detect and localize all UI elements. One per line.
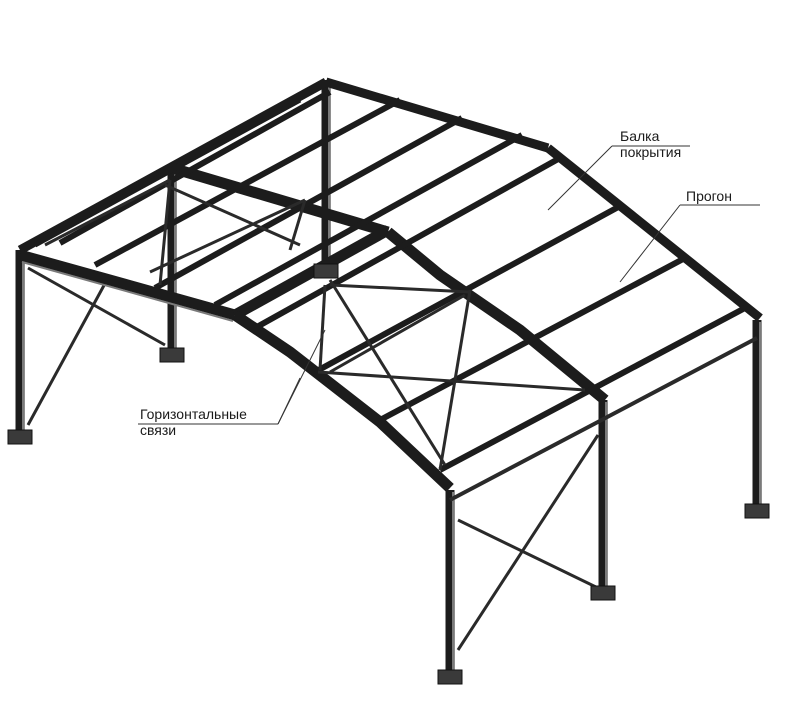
- base-plate-4: [744, 503, 770, 519]
- purlin-eave-back: [33, 97, 302, 248]
- purlins: [33, 89, 747, 473]
- base-plate-6: [437, 669, 463, 685]
- purlin-4: [213, 132, 524, 308]
- back-wall-strut: [27, 266, 166, 347]
- back-rafter-right: [324, 77, 550, 153]
- label-roof-beam: Балка покрытия: [620, 128, 681, 160]
- label-bracing-line2: связи: [140, 422, 177, 438]
- purlin-5: [253, 155, 562, 331]
- brace-back-a: [44, 178, 171, 247]
- leader-bracing-b: [277, 377, 301, 425]
- front-rafter-left: [232, 225, 391, 320]
- label-bracing-line1: Горизонтальные: [140, 406, 247, 422]
- purlin-8: [438, 305, 747, 473]
- base-plate-3: [313, 263, 339, 279]
- base-plate-2: [159, 347, 185, 363]
- label-roof-beam-line2: покрытия: [620, 144, 682, 160]
- brace-back-e: [164, 183, 301, 247]
- label-bracing: Горизонтальные связи: [140, 406, 247, 438]
- brace-front-f: [329, 293, 466, 374]
- roof-beam-mid: [384, 227, 609, 405]
- right-wall: [445, 320, 762, 675]
- brace-front-d: [318, 284, 327, 371]
- roof-beam-near-left: [231, 310, 454, 493]
- middle-rafter: [170, 162, 390, 238]
- brace-front-a: [328, 279, 447, 466]
- brace-back-c: [158, 179, 172, 286]
- brace-front-e: [329, 283, 471, 294]
- back-wall-brace: [26, 277, 110, 426]
- right-wall-brace-b: [456, 434, 600, 651]
- base-plate-1: [7, 429, 33, 445]
- label-roof-beam-line1: Балка: [620, 128, 660, 144]
- left-eave-beam: [18, 249, 237, 321]
- purlin-7: [378, 255, 687, 423]
- purlin-1: [58, 89, 332, 246]
- purlin-6: [313, 202, 624, 375]
- purlin-3: [153, 115, 464, 291]
- leader-roof-beam: [547, 145, 613, 211]
- back-rafter-slope: [545, 144, 763, 322]
- leader-lines: [138, 145, 760, 425]
- brace-front-c: [317, 370, 586, 392]
- front-frame: [18, 162, 609, 493]
- label-purlin: Прогон: [686, 188, 732, 204]
- right-wall-brace-a: [457, 518, 599, 590]
- brace-back-b: [149, 198, 306, 274]
- right-eave-strut: [449, 336, 758, 502]
- purlin-2: [93, 97, 402, 268]
- base-plates: [7, 263, 770, 685]
- base-plate-5: [590, 585, 616, 601]
- horizontal-bracing: [44, 178, 586, 471]
- leader-purlin: [619, 204, 681, 283]
